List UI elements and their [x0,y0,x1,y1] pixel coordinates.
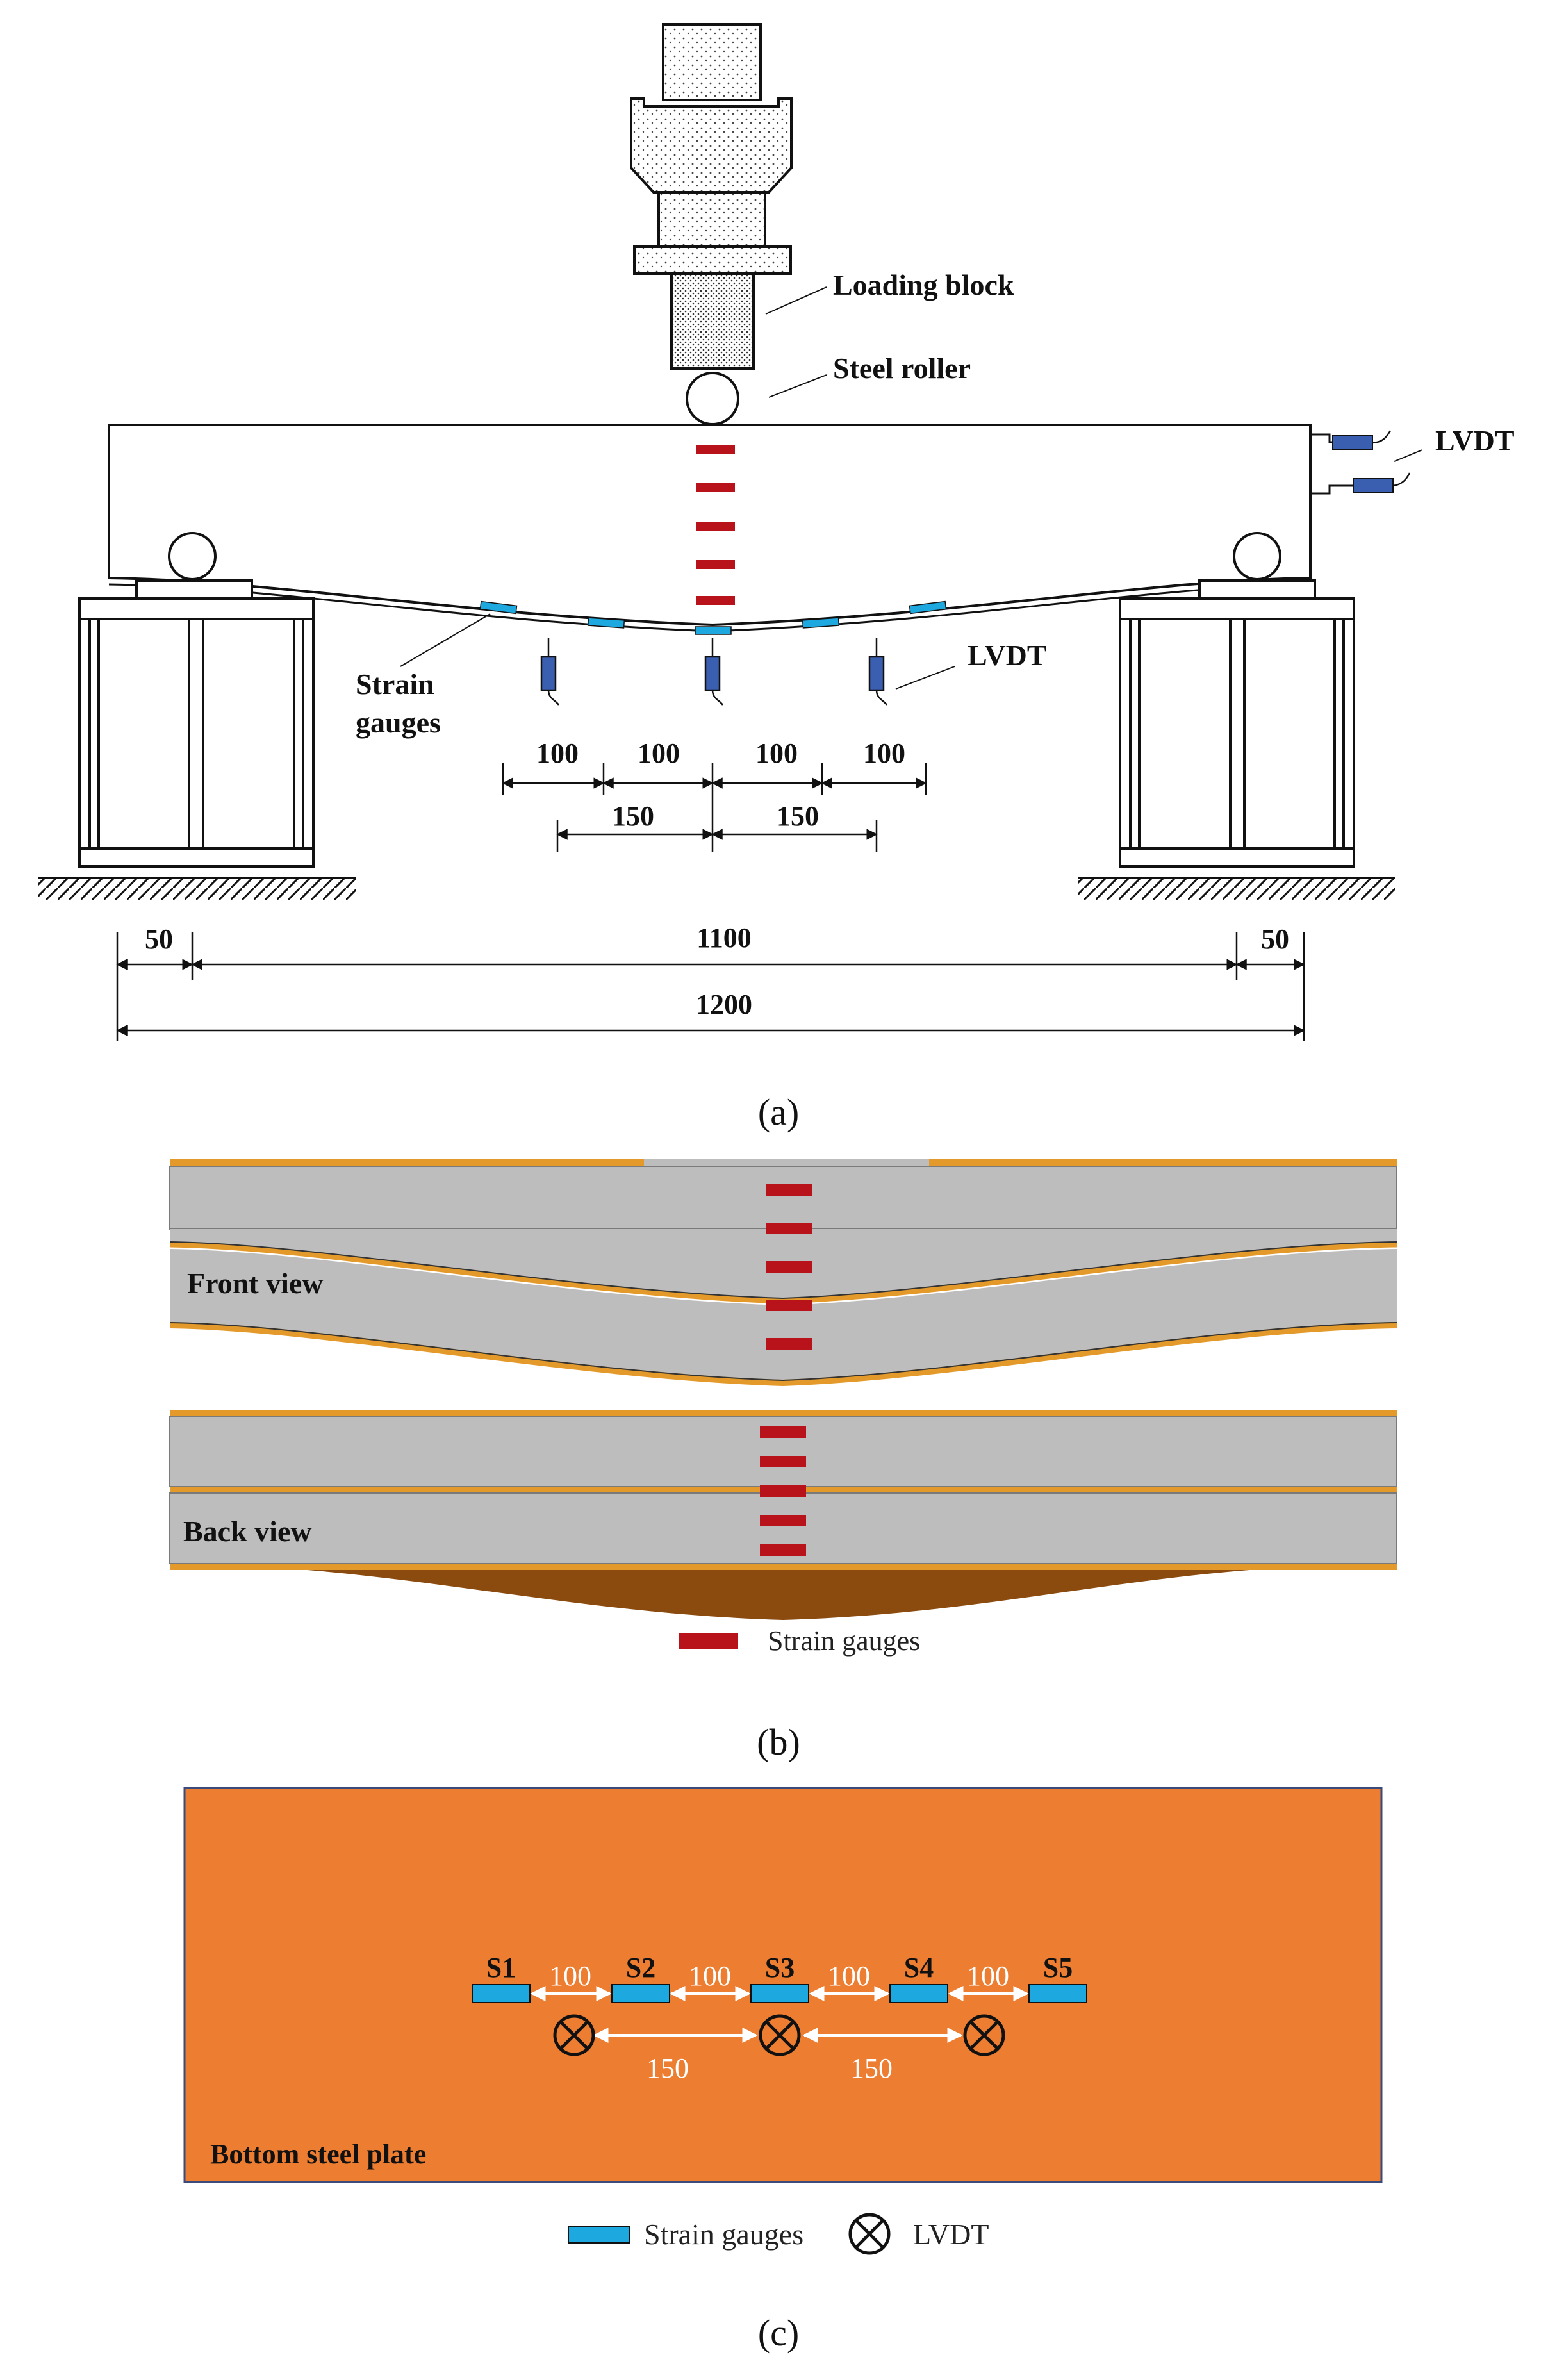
gauge-label-s2: S2 [626,1952,655,1983]
dim-50-right: 50 [1261,923,1289,955]
gauge-label-s5: S5 [1043,1952,1073,1983]
bottom-strain-gauges [479,600,947,635]
panel-c: S1 S2 S3 S4 S5 100 100 100 100 150 150 [183,1787,1383,2354]
label-bottom-steel-plate: Bottom steel plate [210,2138,426,2170]
plate-dim-150-2: 150 [850,2053,893,2084]
dim-150-1: 150 [612,800,654,832]
legend-lvdt-icon [848,2213,891,2255]
plate-dim-100-4: 100 [967,1960,1009,1992]
legend-lvdt-c: LVDT [913,2218,989,2251]
dim-100-4: 100 [863,738,905,769]
gauge-label-s3: S3 [765,1952,795,1983]
plate-dim-150-1: 150 [647,2053,689,2084]
dim-100-2: 100 [638,738,680,769]
caption-b: (b) [757,1721,800,1763]
dims-middle [502,763,927,852]
label-steel-roller: Steel roller [833,352,971,384]
gauge-label-s1: S1 [486,1952,516,1983]
steel-roller [686,372,739,426]
panel-a: LVDT LVDT Loading block Steel roller Str… [38,23,1515,1133]
legend-red-gauge-swatch [679,1633,738,1649]
bottom-lvdts [540,638,955,706]
label-back-view: Back view [183,1515,312,1548]
plate-gauges [472,1984,1087,2003]
back-view-beam [169,1410,1397,1620]
loading-block [670,272,755,370]
caption-a: (a) [758,1091,799,1133]
plate-dim-100-1: 100 [549,1960,591,1992]
legend-strain-gauges-c: Strain gauges [644,2218,803,2251]
plate-dim-100-2: 100 [689,1960,731,1992]
legend-strain-gauges-b: Strain gauges [768,1625,920,1657]
plate-dim-100-3: 100 [828,1960,870,1992]
label-lvdt-bottom: LVDT [968,639,1047,672]
dim-100-1: 100 [536,738,579,769]
dim-1100: 1100 [696,922,752,954]
plate-lvdt-markers [553,2014,1005,2056]
left-support [38,532,356,900]
dim-100-3: 100 [755,738,798,769]
label-strain-gauges-1: Strain [356,668,434,700]
label-loading-block: Loading block [833,269,1014,301]
side-lvdts [1310,430,1423,495]
label-lvdt-side: LVDT [1435,424,1515,457]
label-front-view: Front view [187,1267,324,1300]
label-strain-gauges-2: gauges [356,706,441,739]
front-view-beam [169,1159,1397,1387]
beam-strain-gauges [696,445,735,605]
gauge-label-s4: S4 [904,1952,934,1983]
caption-c: (c) [758,2312,799,2354]
right-support [1078,532,1395,900]
loading-actuator [630,23,793,370]
panel-b: Front view Back view Strain gauges (b) [169,1159,1397,1763]
dim-50-left: 50 [145,923,173,955]
plate-dim-arrows [530,1986,1029,2043]
dims-bottom [116,932,1305,1041]
dim-150-2: 150 [777,800,819,832]
dim-1200: 1200 [696,989,752,1020]
legend-blue-gauge-swatch [568,2226,630,2244]
